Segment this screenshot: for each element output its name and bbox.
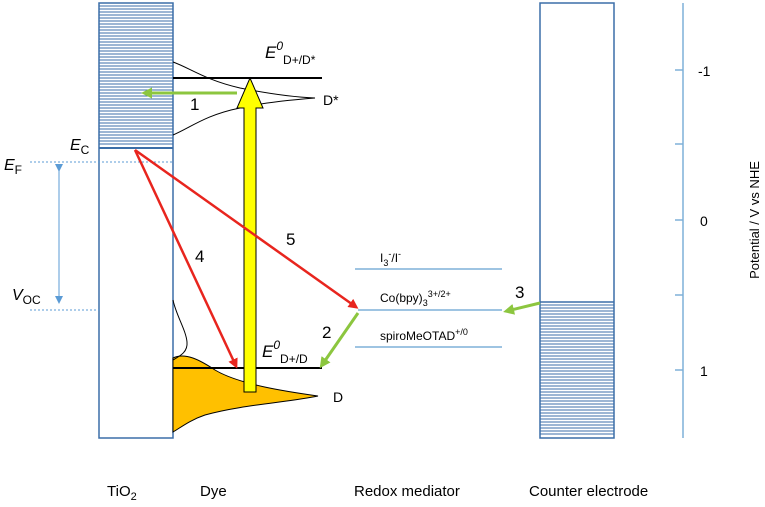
recombination-dye-arrow	[133, 149, 238, 369]
tio2-rectangle	[98, 2, 174, 439]
axis-title: Potential / V vs NHE	[747, 161, 762, 279]
counter-electrode-filled	[540, 304, 614, 435]
regeneration-arrow	[319, 312, 360, 369]
d-star-label: D*	[323, 92, 339, 108]
ef-label: EF	[4, 157, 22, 177]
voc-label: VOC	[12, 287, 41, 307]
counter-electrode-arrow	[503, 301, 541, 315]
process-3-label: 3	[515, 283, 524, 302]
dye-ground-state-fill	[172, 355, 319, 433]
dye-excited-state-curve	[172, 61, 316, 136]
d-label: D	[333, 389, 343, 405]
dye-ground-tail-curve	[172, 299, 188, 361]
counter-electrode-rectangle	[539, 2, 615, 439]
process-1-label: 1	[190, 95, 199, 114]
light-absorption-arrow	[236, 76, 264, 393]
iodide-label: I3-/I-	[380, 249, 401, 268]
axis-tick-label-1: 1	[700, 363, 708, 379]
axis-tick-label-minus-1: -1	[698, 63, 711, 79]
process-4-label: 4	[195, 247, 204, 266]
redox-mediator-column-label: Redox mediator	[354, 483, 460, 500]
ec-label: EC	[70, 137, 90, 157]
counter-electrode-column-label: Counter electrode	[529, 483, 648, 500]
dye-column-label: Dye	[200, 483, 227, 500]
process-2-label: 2	[322, 323, 331, 342]
tio2-conduction-band	[99, 5, 173, 145]
process-5-label: 5	[286, 230, 295, 249]
cobalt-label: Co(bpy)33+/2+	[380, 289, 451, 308]
excited-state-potential-label: E0D+/D*	[265, 39, 316, 67]
ground-state-potential-label: E0D+/D	[262, 338, 308, 366]
tio2-column-label: TiO2	[107, 483, 137, 503]
recombination-mediator-arrow	[134, 148, 359, 309]
axis-tick-label-0: 0	[700, 213, 708, 229]
spiro-label: spiroMeOTAD+/0	[380, 327, 468, 343]
potential-axis-ticks	[675, 69, 683, 371]
